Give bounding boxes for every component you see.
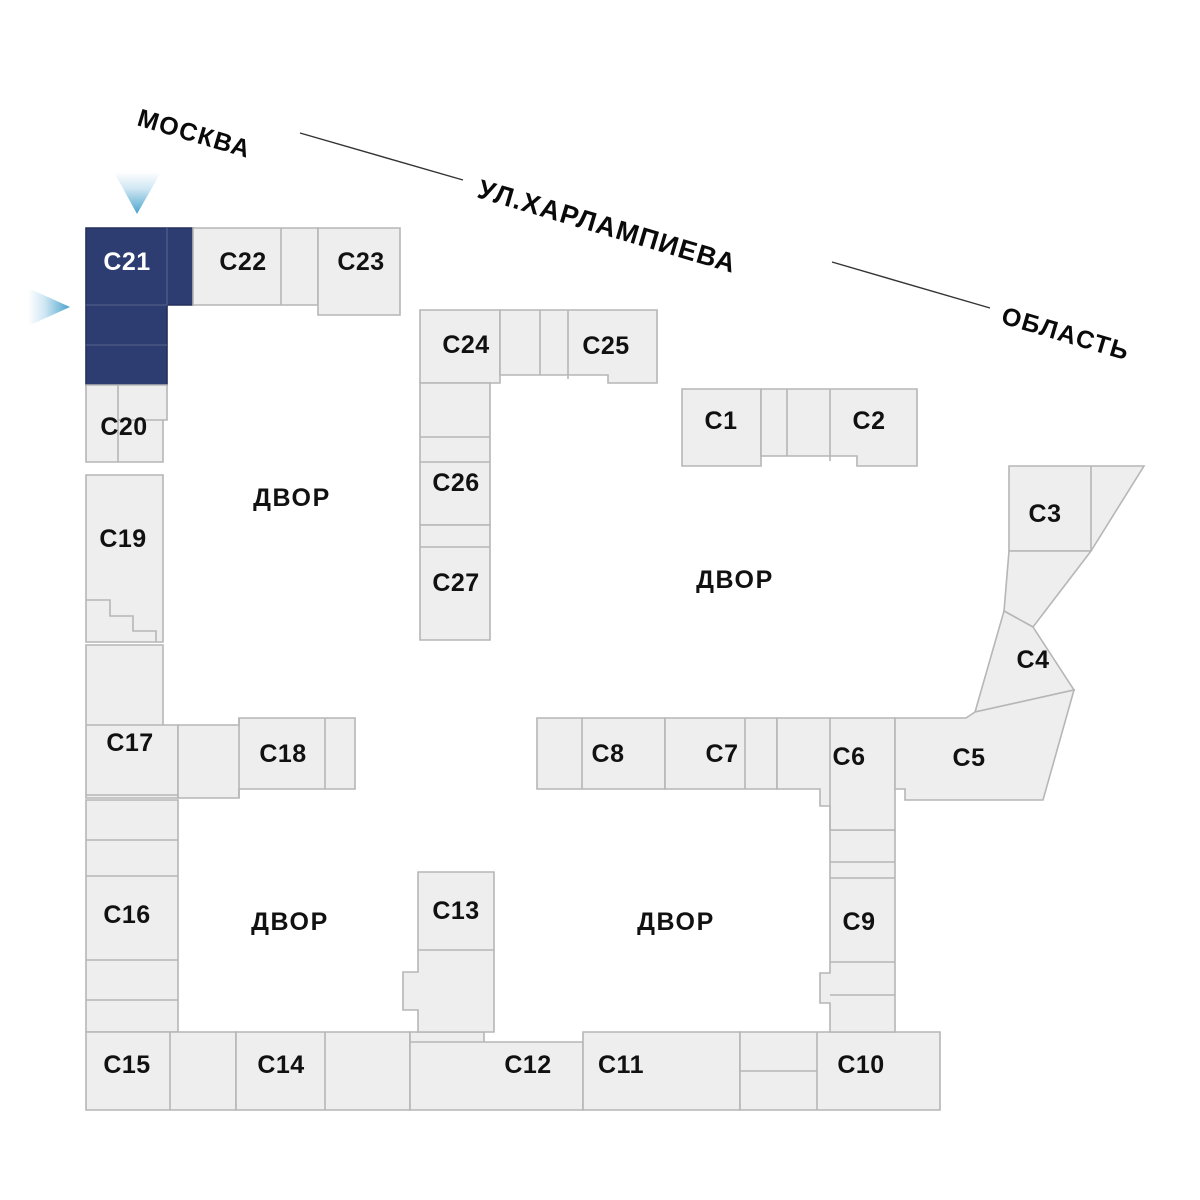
block-label-c18: C18 (259, 740, 306, 768)
block-shape-c26[interactable] (419, 382, 491, 526)
block-divider-c9 (830, 861, 895, 996)
block-group-c18[interactable] (177, 717, 356, 799)
block-shape-c24[interactable] (419, 309, 501, 384)
block-group-c19[interactable] (85, 474, 164, 643)
block-label-c6: C6 (833, 743, 866, 771)
block-shape-c12[interactable] (409, 1031, 584, 1111)
block-group-c13[interactable] (402, 871, 495, 1033)
block-divider-c20 (117, 385, 163, 462)
block-shape-c4-upper[interactable] (1003, 550, 1093, 629)
block-shape-c13[interactable] (402, 871, 495, 1033)
block-label-c17: C17 (106, 729, 153, 757)
block-group-c17[interactable] (85, 644, 179, 799)
block-label-c9: C9 (843, 908, 876, 936)
block-group-c26[interactable] (419, 382, 491, 526)
block-shape-c17[interactable] (85, 644, 179, 799)
block-label-c1: C1 (705, 407, 738, 435)
block-divider-c2 (786, 389, 831, 461)
block-divider-c17 (86, 724, 178, 796)
block-divider-c10 (740, 1032, 818, 1110)
block-group-c4-upper[interactable] (1003, 550, 1093, 629)
block-shape-c6[interactable] (776, 717, 896, 831)
block-label-c20: C20 (100, 413, 147, 441)
block-label-c27: C27 (432, 569, 479, 597)
block-label-c12: C12 (504, 1051, 551, 1079)
arrow-marker-north-icon[interactable] (114, 172, 161, 214)
direction-label-region: ОБЛАСТЬ (998, 302, 1133, 366)
block-group-c20[interactable] (85, 384, 168, 463)
block-label-c22: C22 (219, 248, 266, 276)
block-group-c9[interactable] (819, 829, 896, 1033)
block-group-c24[interactable] (419, 309, 501, 384)
street-leader-line-west (299, 132, 464, 181)
block-divider-c26 (420, 436, 490, 463)
block-shape-c9[interactable] (819, 829, 896, 1033)
block-divider-c18 (238, 718, 326, 798)
arrow-marker-west-icon[interactable] (28, 288, 70, 326)
block-label-c7: C7 (706, 740, 739, 768)
block-label-c15: C15 (103, 1051, 150, 1079)
block-shape-c1[interactable] (681, 388, 762, 467)
block-label-c10: C10 (837, 1051, 884, 1079)
block-divider-c16 (86, 839, 178, 1001)
block-label-c8: C8 (592, 740, 625, 768)
block-label-c26: C26 (432, 469, 479, 497)
block-label-c5: C5 (953, 744, 986, 772)
block-label-c24: C24 (442, 331, 489, 359)
block-group-c23[interactable] (317, 227, 401, 316)
block-group-c1[interactable] (681, 388, 762, 467)
block-label-c2: C2 (853, 407, 886, 435)
block-group-c27[interactable] (419, 524, 491, 641)
block-label-c11: C11 (598, 1051, 644, 1079)
block-label-c14: C14 (257, 1051, 304, 1079)
street-leader-line-east (831, 261, 991, 309)
block-group-c2[interactable] (760, 388, 918, 467)
block-label-c25: C25 (582, 332, 629, 360)
block-divider-c25 (539, 310, 569, 379)
block-group-c6[interactable] (776, 717, 896, 831)
block-label-c13: C13 (432, 897, 479, 925)
yard-label-southeast: ДВОР (637, 908, 715, 936)
block-label-c21: C21 (103, 248, 150, 276)
block-label-c3: C3 (1029, 500, 1062, 528)
block-shape-c27[interactable] (419, 524, 491, 641)
block-group-c12[interactable] (409, 1031, 584, 1111)
block-group-c5[interactable] (894, 688, 1076, 801)
street-name-label: УЛ.ХАРЛАМПИЕВА (474, 174, 740, 279)
block-group-c25[interactable] (499, 309, 658, 384)
block-label-c4: C4 (1017, 646, 1050, 674)
block-divider-c21 (86, 228, 168, 346)
block-shape-c25[interactable] (499, 309, 658, 384)
block-group-c14[interactable] (235, 1031, 411, 1111)
block-shape-c5[interactable] (894, 688, 1076, 801)
yard-label-northeast: ДВОР (696, 566, 774, 594)
yard-label-southwest: ДВОР (251, 908, 329, 936)
direction-label-moscow: МОСКВА (134, 104, 254, 164)
block-shape-c23[interactable] (317, 227, 401, 316)
yard-label-northwest: ДВОР (253, 484, 331, 512)
block-shape-c19[interactable] (85, 474, 164, 643)
block-label-c16: C16 (103, 901, 150, 929)
block-divider-c19 (86, 599, 157, 642)
block-shape-c2[interactable] (760, 388, 918, 467)
block-label-c23: C23 (337, 248, 384, 276)
block-label-c19: C19 (99, 525, 146, 553)
